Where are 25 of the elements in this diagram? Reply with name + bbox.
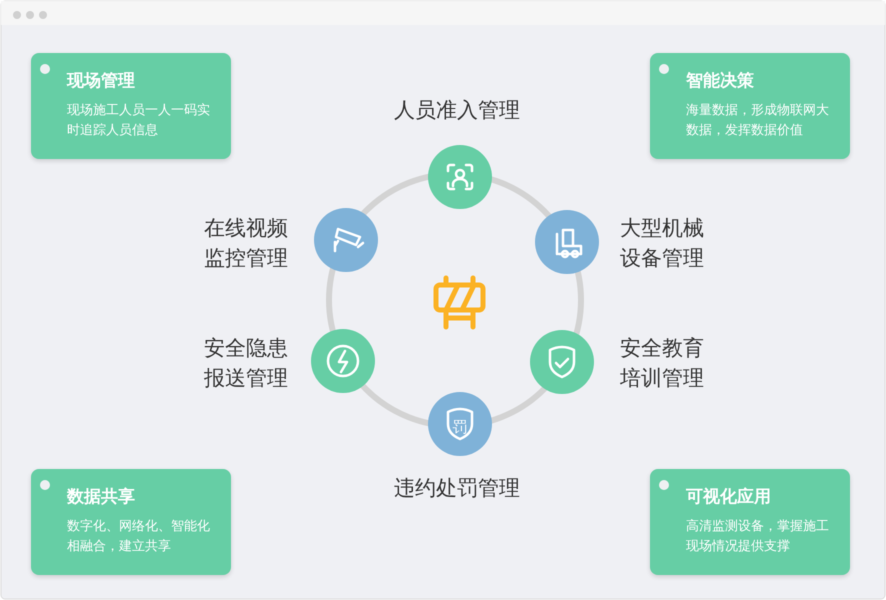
module-label: 违约处罚管理 <box>393 475 521 502</box>
card-text: 高清监测设备，掌握施工现场情况提供支撑 <box>686 518 830 556</box>
card-heading: 现场管理 <box>67 70 135 92</box>
card-text: 现场施工人员一人一码实时追踪人员信息 <box>67 102 211 140</box>
info-card <box>650 53 850 159</box>
penalty-shield-icon: 罚 <box>446 408 474 440</box>
module-label: 在线视频监控管理 <box>203 215 288 272</box>
icon-circle <box>428 145 492 209</box>
icon-circle <box>530 330 594 394</box>
icon-circle <box>311 329 375 393</box>
module-label: 安全隐患报送管理 <box>203 335 288 392</box>
card-text: 海量数据，形成物联网大数据，发挥数据价值 <box>686 102 830 140</box>
card-heading: 可视化应用 <box>686 486 771 508</box>
module-label: 人员准入管理 <box>393 97 521 124</box>
card-heading: 数据共享 <box>67 486 135 508</box>
info-card <box>31 53 231 159</box>
card-heading: 智能决策 <box>686 70 754 92</box>
module-label: 大型机械设备管理 <box>620 215 705 272</box>
icon-circle <box>428 392 492 456</box>
info-card <box>31 469 231 575</box>
card-text: 数字化、网络化、智能化相融合，建立共享 <box>67 518 211 556</box>
icon-circle <box>314 208 378 272</box>
info-card <box>650 469 850 575</box>
icon-circle <box>535 210 599 274</box>
module-label: 安全教育培训管理 <box>620 335 705 392</box>
